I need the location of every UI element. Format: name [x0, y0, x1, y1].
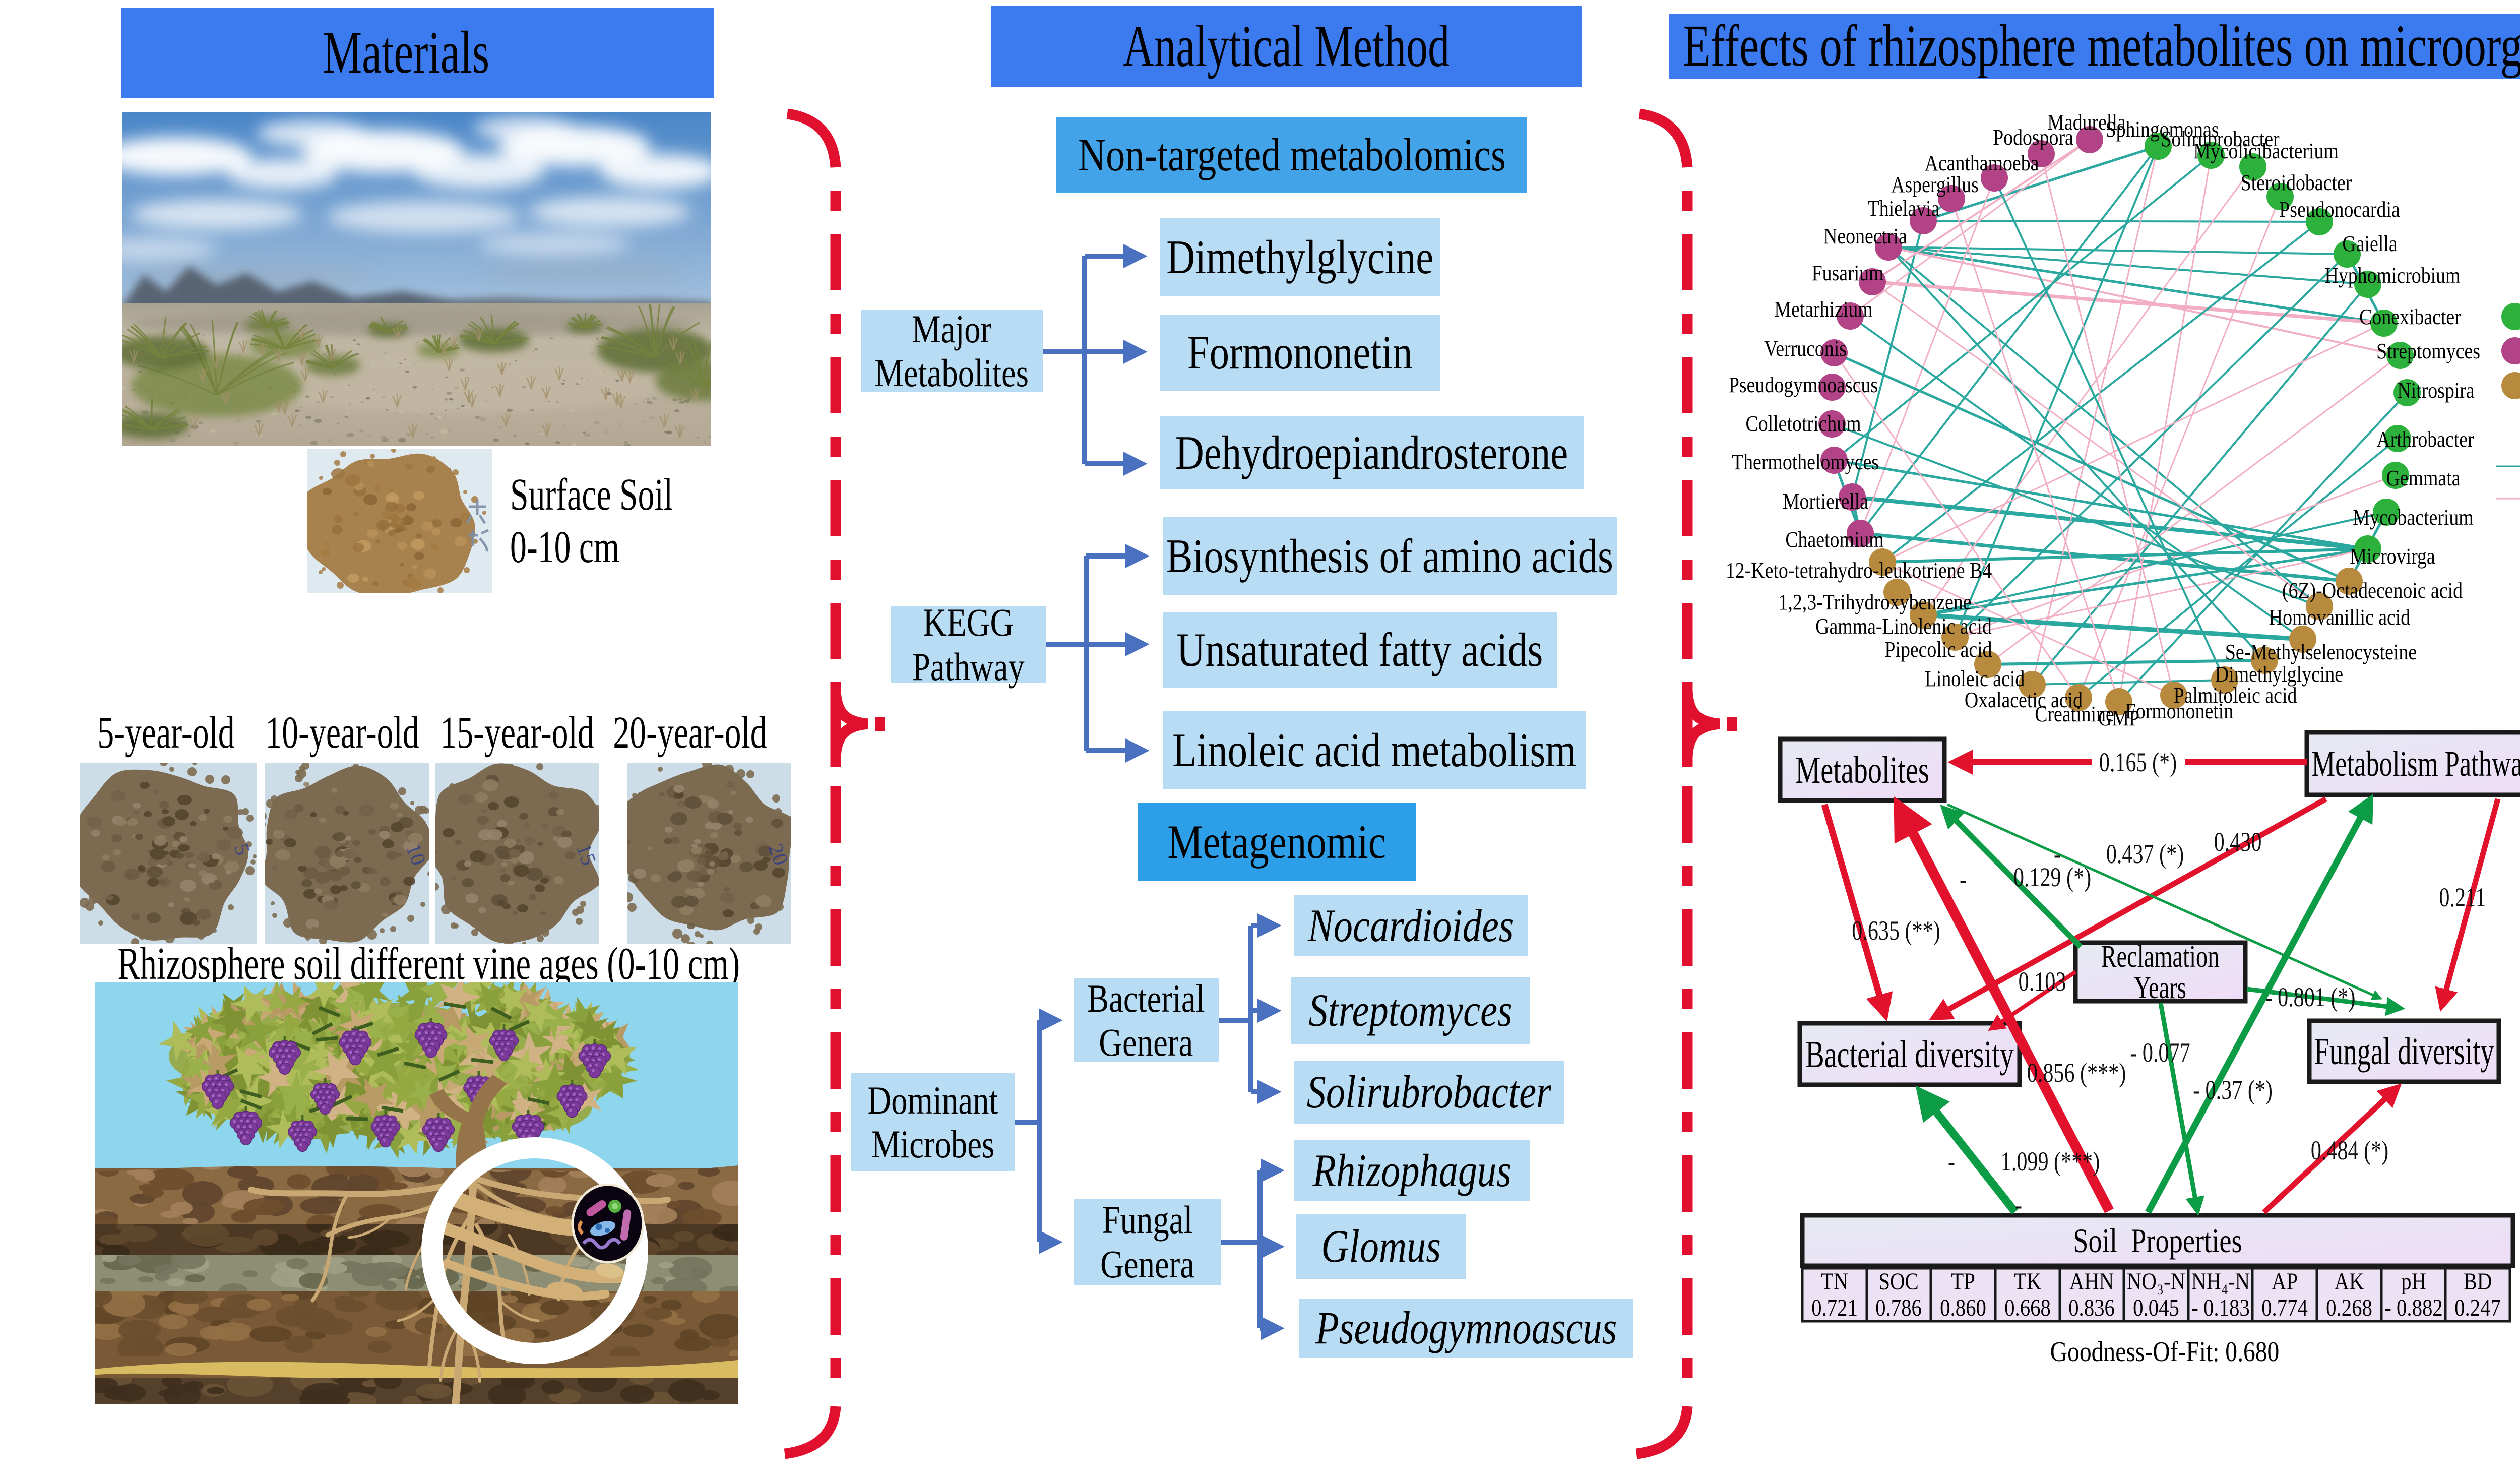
svg-text:Colletotrichum: Colletotrichum: [1745, 411, 1861, 436]
svg-text:Oxalacetic acid: Oxalacetic acid: [1965, 687, 2083, 712]
svg-text:0.836: 0.836: [2068, 1294, 2115, 1321]
svg-text:0.856 (***): 0.856 (***): [2027, 1058, 2126, 1088]
svg-text:Pipecolic acid: Pipecolic acid: [1884, 637, 1992, 661]
svg-text:Acanthamoeba: Acanthamoeba: [1925, 150, 2039, 175]
svg-text:0.165 (*): 0.165 (*): [2099, 748, 2177, 777]
svg-text:TP: TP: [1951, 1268, 1975, 1295]
svg-text:Formononetin: Formononetin: [2125, 698, 2233, 723]
svg-text:TK: TK: [2014, 1268, 2041, 1295]
svg-text:AK: AK: [2335, 1268, 2364, 1295]
svg-text:Metarhizium: Metarhizium: [1774, 296, 1872, 321]
svg-text:0.668: 0.668: [2004, 1294, 2051, 1321]
svg-text:Mortierella: Mortierella: [1783, 488, 1868, 513]
svg-text:- 0.882: - 0.882: [2384, 1294, 2443, 1321]
svg-text:Palmitoleic acid: Palmitoleic acid: [2174, 683, 2297, 707]
svg-text:Arthrobacter: Arthrobacter: [2376, 426, 2474, 451]
svg-text:1,2,3-Trihydroxybenzene: 1,2,3-Trihydroxybenzene: [1778, 589, 1971, 614]
svg-text:Pseudogymnoascus: Pseudogymnoascus: [1729, 372, 1878, 397]
svg-text:0.430: 0.430: [2214, 827, 2262, 857]
svg-text:Homovanillic acid: Homovanillic acid: [2269, 604, 2410, 629]
svg-text:Aspergillus: Aspergillus: [1891, 172, 1979, 197]
svg-text:-: -: [1960, 865, 1967, 894]
svg-text:0.635 (**): 0.635 (**): [1852, 916, 1940, 946]
svg-text:Streptomyces: Streptomyces: [2376, 338, 2480, 363]
svg-text:-: -: [1948, 1147, 1955, 1177]
svg-text:-: -: [2015, 1190, 2022, 1220]
svg-text:Metabolism Pathway: Metabolism Pathway: [2311, 744, 2520, 784]
svg-text:pH: pH: [2401, 1268, 2426, 1295]
svg-text:0.437 (*): 0.437 (*): [2106, 839, 2184, 869]
svg-text:- 0.801 (*): - 0.801 (*): [2265, 982, 2356, 1012]
svg-text:Sphingomonas: Sphingomonas: [2106, 116, 2219, 141]
svg-text:Goodness-Of-Fit: 0.680: Goodness-Of-Fit: 0.680: [2050, 1337, 2280, 1368]
svg-text:Gamma-Linolenic acid: Gamma-Linolenic acid: [1815, 613, 1992, 638]
svg-text:AHN: AHN: [2069, 1268, 2114, 1295]
svg-text:Fungal diversity: Fungal diversity: [2314, 1030, 2494, 1073]
svg-text:0.247: 0.247: [2454, 1294, 2501, 1321]
svg-text:-: -: [2054, 839, 2061, 869]
svg-text:Steroidobacter: Steroidobacter: [2241, 170, 2352, 195]
svg-text:Verruconis: Verruconis: [1764, 336, 1847, 360]
svg-text:Soil Properties: Soil Properties: [2073, 1222, 2242, 1260]
svg-text:Linoleic acid: Linoleic acid: [1925, 666, 2025, 691]
svg-text:(6Z)-Octadecenoic acid: (6Z)-Octadecenoic acid: [2282, 578, 2463, 602]
svg-text:0.786: 0.786: [1875, 1294, 1922, 1321]
svg-text:0.860: 0.860: [1940, 1294, 1986, 1321]
svg-text:Metabolites: Metabolites: [1795, 749, 1929, 791]
svg-text:Microvirga: Microvirga: [2350, 543, 2435, 568]
svg-text:- 0.183: - 0.183: [2191, 1294, 2250, 1321]
svg-text:Reclamation: Reclamation: [2101, 939, 2220, 974]
svg-text:Mycobacterium: Mycobacterium: [2353, 505, 2474, 529]
svg-text:BD: BD: [2464, 1268, 2492, 1295]
svg-text:0.211: 0.211: [2439, 883, 2486, 912]
svg-text:Podospora: Podospora: [1993, 125, 2073, 149]
svg-text:Madurella: Madurella: [2047, 109, 2125, 134]
svg-text:Pseudonocardia: Pseudonocardia: [2279, 197, 2400, 221]
svg-text:Bacterial diversity: Bacterial diversity: [1805, 1033, 2014, 1076]
svg-text:Thermothelomyces: Thermothelomyces: [1732, 449, 1879, 474]
svg-text:Hyphomicrobium: Hyphomicrobium: [2325, 263, 2461, 287]
svg-text:Chaetomium: Chaetomium: [1785, 527, 1883, 551]
svg-text:Thielavia: Thielavia: [1868, 196, 1940, 220]
svg-text:AP: AP: [2272, 1268, 2298, 1295]
svg-text:Nitrospira: Nitrospira: [2397, 378, 2474, 402]
svg-text:Gemmata: Gemmata: [2386, 465, 2460, 490]
svg-text:0.045: 0.045: [2133, 1294, 2179, 1321]
svg-text:SOC: SOC: [1878, 1268, 1918, 1295]
svg-text:- 0.37 (*): - 0.37 (*): [2193, 1075, 2273, 1105]
svg-text:NO₃-N: NO₃-N: [2127, 1268, 2185, 1295]
svg-text:Mycolicibacterium: Mycolicibacterium: [2193, 138, 2339, 163]
svg-text:Solirubrobacter: Solirubrobacter: [2161, 126, 2280, 151]
svg-text:0.103: 0.103: [2019, 967, 2066, 997]
svg-text:TN: TN: [1821, 1268, 1848, 1295]
svg-text:Gaiella: Gaiella: [2342, 231, 2397, 256]
svg-text:12-Keto-tetrahydro-leukotriene: 12-Keto-tetrahydro-leukotriene B4: [1726, 558, 1992, 582]
svg-text:NH₄-N: NH₄-N: [2191, 1268, 2250, 1295]
svg-text:GMP: GMP: [2098, 705, 2139, 730]
svg-text:Years: Years: [2134, 970, 2186, 1005]
svg-text:0.774: 0.774: [2261, 1294, 2308, 1321]
svg-text:1.099 (***): 1.099 (***): [2001, 1147, 2100, 1177]
svg-text:Dimethylglycine: Dimethylglycine: [2215, 661, 2343, 686]
svg-text:Fusarium: Fusarium: [1812, 260, 1884, 285]
svg-text:- 0.077: - 0.077: [2130, 1038, 2190, 1068]
svg-text:Conexibacter: Conexibacter: [2359, 304, 2461, 329]
svg-text:0.129 (*): 0.129 (*): [2013, 862, 2091, 892]
svg-text:0.268: 0.268: [2326, 1294, 2372, 1321]
svg-text:Creatinine: Creatinine: [2035, 701, 2114, 726]
svg-text:0.721: 0.721: [1811, 1294, 1858, 1321]
svg-text:Se-Methylselenocysteine: Se-Methylselenocysteine: [2225, 639, 2417, 664]
svg-text:Neonectria: Neonectria: [1823, 223, 1907, 248]
svg-text:0.484 (*): 0.484 (*): [2311, 1136, 2388, 1165]
